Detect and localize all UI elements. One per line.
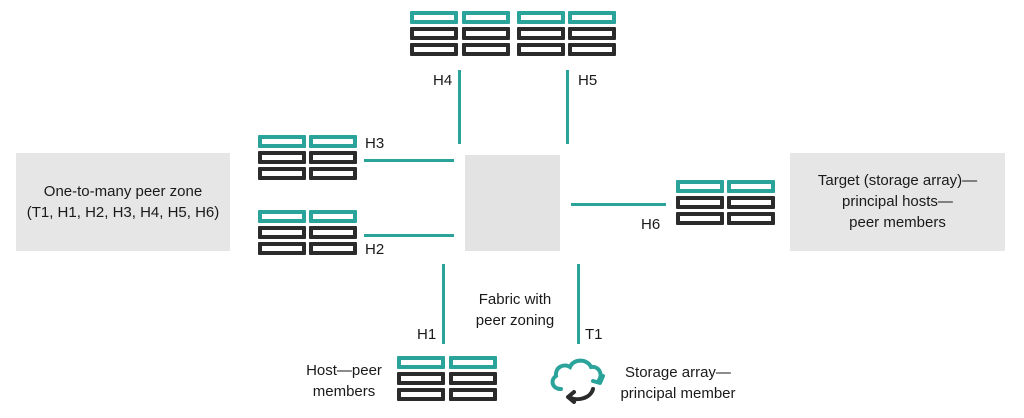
- host-caption-line1: Host—peer: [306, 362, 382, 379]
- server-rack-icon: [449, 356, 497, 401]
- label-h4: H4: [433, 72, 453, 89]
- link-h5: [566, 70, 569, 144]
- link-h1: [442, 264, 445, 344]
- label-h5: H5: [578, 72, 598, 89]
- right-panel-line3: peer members: [849, 214, 946, 231]
- link-h6: [571, 203, 666, 206]
- label-h1: H1: [417, 326, 437, 343]
- server-rack-icon: [462, 11, 510, 56]
- left-panel-text: One-to-many peer zone (T1, H1, H2, H3, H…: [16, 181, 230, 223]
- right-panel-line1: Target (storage array)—: [817, 172, 978, 189]
- link-h3: [364, 159, 454, 162]
- host-caption-line2: members: [312, 383, 376, 400]
- cloud-sync-icon: [550, 358, 605, 404]
- server-rack-icon: [397, 356, 445, 401]
- fabric-caption-line1: Fabric with: [478, 291, 552, 308]
- right-panel: Target (storage array)— principal hosts—…: [790, 153, 1005, 251]
- server-rack-icon: [676, 180, 724, 225]
- right-panel-text: Target (storage array)— principal hosts—…: [790, 170, 1005, 233]
- server-rack-icon: [258, 135, 306, 180]
- right-panel-line2: principal hosts—: [842, 193, 953, 210]
- fabric-switch: [465, 155, 560, 251]
- link-t1: [577, 264, 580, 344]
- fabric-caption-line2: peer zoning: [475, 312, 555, 329]
- server-rack-icon: [309, 135, 357, 180]
- storage-caption-line2: principal member: [620, 385, 736, 402]
- host-caption: Host—peer members: [296, 360, 392, 402]
- left-panel-line1: One-to-many peer zone: [43, 183, 203, 200]
- label-h6: H6: [641, 216, 661, 233]
- server-rack-icon: [309, 210, 357, 255]
- label-t1: T1: [585, 326, 603, 343]
- left-panel: One-to-many peer zone (T1, H1, H2, H3, H…: [16, 153, 230, 251]
- left-panel-line2: (T1, H1, H2, H3, H4, H5, H6): [26, 204, 220, 221]
- storage-caption-line1: Storage array—: [625, 364, 731, 381]
- link-h4: [458, 70, 461, 144]
- server-rack-icon: [410, 11, 458, 56]
- link-h2: [364, 234, 454, 237]
- server-rack-icon: [258, 210, 306, 255]
- label-h2: H2: [365, 241, 385, 258]
- server-rack-icon: [568, 11, 616, 56]
- server-rack-icon: [517, 11, 565, 56]
- label-h3: H3: [365, 135, 385, 152]
- storage-caption: Storage array— principal member: [608, 362, 748, 404]
- fabric-caption: Fabric with peer zoning: [460, 289, 570, 331]
- server-rack-icon: [727, 180, 775, 225]
